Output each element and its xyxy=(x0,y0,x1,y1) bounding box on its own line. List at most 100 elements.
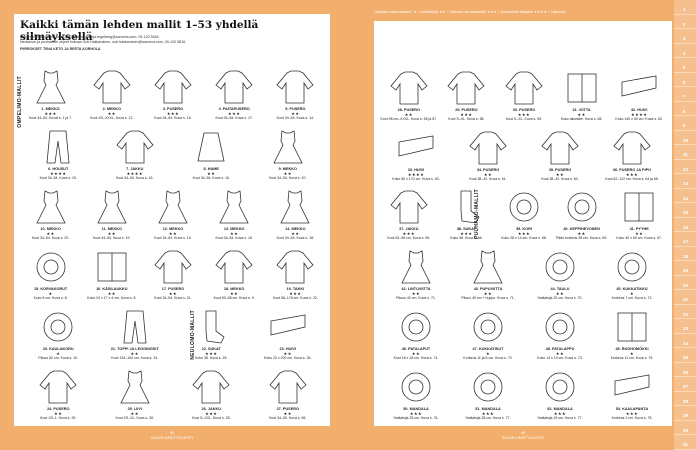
shirt-sketch-icon xyxy=(215,250,253,284)
pattern-item: 47. KUKKATIKUT★Korkeus 11 ja 8 cm. Kuva … xyxy=(458,309,518,360)
dress-sketch-icon xyxy=(35,190,66,224)
box-sketch-icon xyxy=(624,193,654,222)
pattern-item: 37. JAKKU★★★Koot 62–98 cm. Kuva s. 65. xyxy=(380,189,438,240)
scarf-sketch-icon xyxy=(614,374,650,396)
pattern-info: Koot 34–54. Kuvat s. 1 ja 7. xyxy=(29,116,73,120)
pattern-name: 32. HUIVI xyxy=(630,107,648,112)
difficulty-stars: ★★★★ xyxy=(50,171,67,176)
pattern-grid: 1. MEKKO★★★Koot 34–54. Kuvat s. 1 ja 7.2… xyxy=(20,60,326,420)
pattern-name: 36. PUSERO JA PIPO xyxy=(612,167,652,172)
pattern-name: 40. KEPPIHEVONEN xyxy=(563,227,600,232)
shirt-sketch-icon xyxy=(613,131,651,165)
pattern-info: Korkeus 2 cm. Kuva s. 78. xyxy=(611,415,653,420)
pattern-item: 13. MEKKO★★Koot 34–54. Kuva s. 18. xyxy=(204,189,264,240)
pattern-name: 1. MEKKO xyxy=(41,107,60,111)
difficulty-stars: ★★★ xyxy=(481,410,495,416)
pattern-item: 8. HAME★★Koot 34–54. Kuva s. 16. xyxy=(181,129,241,180)
pattern-item: 28. PUSERO★★Koot 98 cm–XXXL. Kuva s. 55 … xyxy=(380,70,438,121)
shirt-sketch-icon xyxy=(154,70,192,104)
pattern-grid: 28. PUSERO★★Koot 98 cm–XXXL. Kuva s. 55 … xyxy=(380,61,668,420)
index-tab: 26 xyxy=(674,363,696,377)
pattern-info: Koot 56–176 cm. Kuva s. 22. xyxy=(272,296,318,300)
pattern-row: 6. HOUSUT★★★★Koot 34–54. Kuva s. 15.7. J… xyxy=(20,120,326,180)
pattern-info: Koko 23 x 200 cm. Kuva s. 26. xyxy=(264,356,312,360)
pattern-item: 15. KORVAKORUT★Koko 5 cm. Kuva s. 8. xyxy=(21,249,81,300)
round-sketch-icon xyxy=(473,372,503,402)
difficulty-stars: ★★★ xyxy=(289,291,302,296)
magazine-name: SUURI KÄSITYÖLEHTI xyxy=(501,435,545,440)
dress-sketch-icon xyxy=(280,190,310,224)
pattern-info: Koot 34–54. Kuva s. 19. xyxy=(154,236,192,240)
knitting-credit: Neulomon ja puuhamon ohjeet kokoaa Outi … xyxy=(20,40,187,44)
difficulty-stars: ★★ xyxy=(291,111,300,116)
pattern-info: Halkaisija 19 cm. Kuva s. 77. xyxy=(537,415,583,420)
page-number: 93 xyxy=(520,430,526,435)
dress-sketch-icon xyxy=(120,370,150,404)
difficulty-stars: ★★ xyxy=(107,231,116,236)
index-tab: 23 xyxy=(674,319,696,334)
pattern-info: Koko aikuisille. Kuva s. 58. xyxy=(560,116,603,121)
pattern-info: Koot 34–54. Kuva s. 21. xyxy=(154,296,192,300)
pattern-name: 42. LINTUVIITTA xyxy=(401,287,431,292)
pattern-item: 30. PUSERO★★★Koot S–XL. Kuva s. 59. xyxy=(495,70,553,121)
index-tab: 11 xyxy=(674,145,696,160)
difficulty-stars: ★★ xyxy=(291,231,300,236)
difficulty-stars: ★★★ xyxy=(517,231,531,237)
pattern-item: 3. PUSERO★★★Koot 34–54. Kuva s. 15. xyxy=(143,69,203,120)
pattern-info: Koot 38–42. Kuva s. 61. xyxy=(469,176,507,181)
dress-sketch-icon xyxy=(473,250,503,284)
pattern-item: 29. PUSERO★★★Koot S–XL. Kuva s. 58. xyxy=(438,70,496,121)
pattern-item: 9. MEKKO★★Koot 34–54. Kuva s. 20. xyxy=(258,129,318,180)
pattern-info: Koot S–XXL. Kuva s. 28. xyxy=(191,416,231,420)
pattern-name: 44. TAULU xyxy=(550,287,570,292)
pattern-info: Koot 34–54. Kuva s. 17. xyxy=(215,116,253,120)
pattern-item: 24. PUSERO★★Koot XS–L. Kuva s. 29. xyxy=(28,369,88,420)
difficulty-stars: ★★★ xyxy=(402,231,415,237)
pattern-info: Koko 13 x 19 cm. Kuva s. 73. xyxy=(537,356,583,361)
shirt-sketch-icon xyxy=(192,370,230,404)
pattern-name: 3. PUSERO xyxy=(162,107,184,111)
pattern-item: 22. SUKAT★★★Koko 38. Kuva s. 25. xyxy=(181,309,241,360)
pattern-row: 1. MEKKO★★★Koot 34–54. Kuvat s. 1 ja 7.2… xyxy=(20,60,326,120)
pattern-info: Koko 5 cm. Kuva s. 8. xyxy=(33,296,68,300)
pattern-name: 29. PUSERO xyxy=(455,107,478,112)
pattern-info: Koot 134–164 cm. Kuva s. 24. xyxy=(111,356,159,360)
difficulty-stars: ★★ xyxy=(283,351,292,356)
sock-sketch-icon xyxy=(460,191,480,224)
pattern-item: 45. KUKKATIKKU★Korkeus 7 cm. Kuva s. 72. xyxy=(602,249,662,300)
pattern-item: 7. JAKKU★★★★Koot 34–54. Kuva s. 16. xyxy=(105,129,165,180)
pattern-info: Koot 18 x 18 cm. Kuva s. 74. xyxy=(393,356,439,361)
pattern-name: 41. PYYHE xyxy=(629,227,649,232)
difficulty-stars: ★★ xyxy=(283,411,292,416)
pattern-row: 37. JAKKU★★★Koot 62–98 cm. Kuva s. 65.38… xyxy=(380,181,668,240)
index-tab: 20 xyxy=(674,276,696,290)
right-page: PUUHAMO-MALLIT 28. PUSERO★★Koot 98 cm–XX… xyxy=(374,21,672,426)
pattern-name: 37. JAKKU xyxy=(399,227,419,232)
pattern-name: 35. PUSERO xyxy=(548,167,572,172)
index-tab: 27 xyxy=(674,377,696,392)
pattern-name: 52. MANDALA xyxy=(547,406,573,411)
pattern-item: 1. MEKKO★★★Koot 34–54. Kuvat s. 1 ja 7. xyxy=(21,69,81,120)
difficulty-stars: ★ xyxy=(56,351,61,356)
pattern-info: Koot 38–42. Kuva s. 60. xyxy=(541,176,579,181)
pattern-item: 38. SUKAT★★★Koko 38. Kuva s. 66. xyxy=(438,189,496,240)
pattern-item: 20. KAULAKORU★Pituus 52 cm. Kuva s. 10. xyxy=(28,309,88,360)
difficulty-stars: ★★★ xyxy=(166,111,180,116)
pattern-item: 49. RUOHOMÖKKI★Korkeus 11 cm. Kuva s. 75… xyxy=(602,309,662,360)
index-tab: 6 xyxy=(674,73,696,87)
shirt-sketch-icon xyxy=(39,370,77,404)
pattern-name: 33. HUIVI xyxy=(407,167,425,172)
pattern-info: Koot 34–50. Kuva s. 56. xyxy=(269,416,307,420)
difficulty-stars: ★★ xyxy=(411,351,421,357)
pattern-name: 7. JAKKU xyxy=(126,167,144,171)
pattern-info: Korkeus 11 cm. Kuva s. 75. xyxy=(610,356,654,361)
left-page: Kaikki tämän lehden mallit 1–53 yhdellä … xyxy=(14,14,330,426)
pattern-item: 2. MEKKO★★Koot XS–XXXL. Kuva s. 12. xyxy=(82,69,142,120)
round-sketch-icon xyxy=(473,312,503,342)
skirt-sketch-icon xyxy=(197,132,225,162)
pattern-item: 52. MANDALA★★★Halkaisija 19 cm. Kuva s. … xyxy=(530,369,590,420)
difficulty-stars: ★★ xyxy=(207,171,216,176)
index-tab: 24 xyxy=(674,334,696,348)
difficulty-stars: ★★ xyxy=(635,231,644,237)
